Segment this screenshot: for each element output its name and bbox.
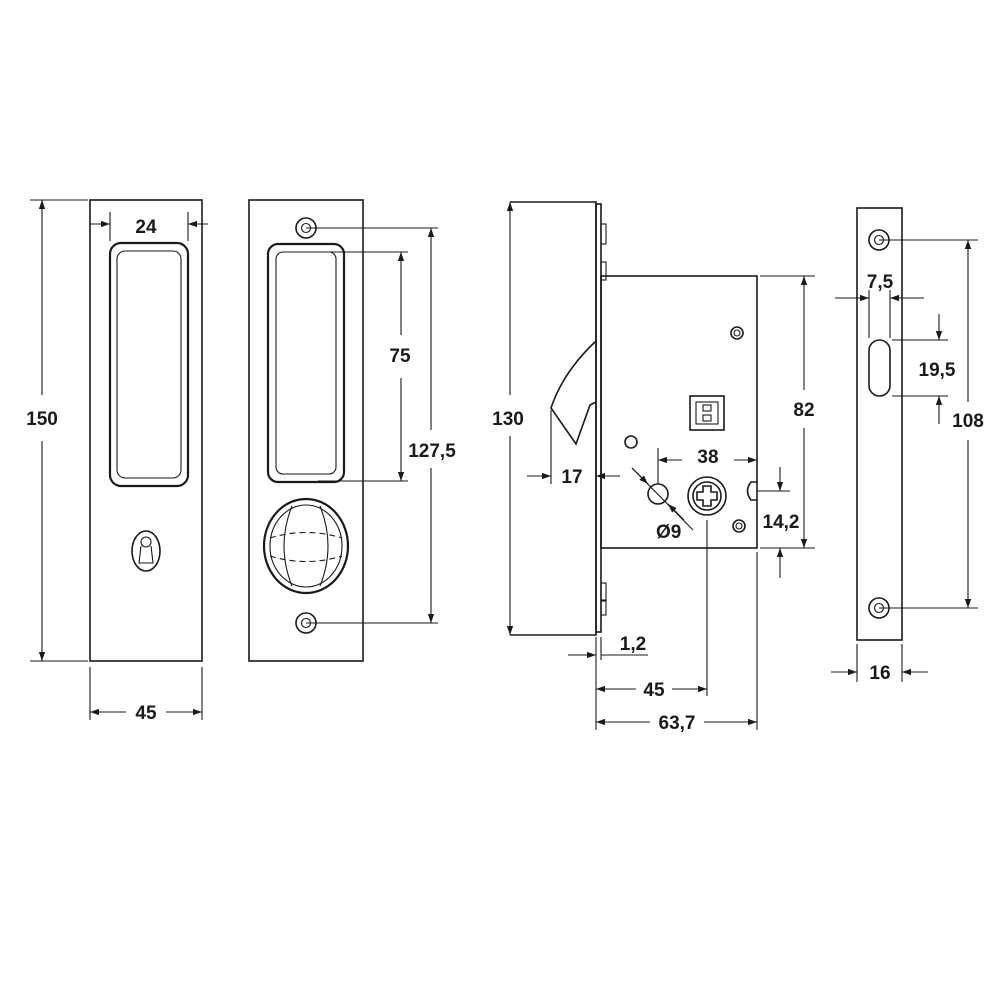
dim-back-screw-spacing: 127,5 [408, 441, 456, 462]
dim-case-depth: 63,7 [659, 713, 696, 734]
dim-strike-slot-width: 7,5 [867, 272, 894, 293]
dim-back-recess-length: 75 [389, 346, 411, 367]
back-handle-recess-inner [275, 251, 337, 475]
finger-grip-icon [262, 497, 350, 595]
case-rivet-top [730, 326, 744, 340]
case-rivet-bottom [732, 519, 746, 533]
dim-mechanism-height: 82 [793, 400, 814, 421]
lock-body-view: Ø9 130 17 82 38 14,2 [492, 201, 815, 734]
hook-bolt [550, 340, 597, 446]
dim-hole-offset: 14,2 [763, 512, 800, 533]
dim-strike-width: 16 [869, 663, 890, 684]
back-plate-view: 75 127,5 [248, 199, 456, 662]
front-handle-recess-inner [116, 250, 182, 479]
case-rivet-mid [624, 435, 638, 449]
back-plate-outline [248, 199, 364, 662]
dim-strike-slot-length: 19,5 [919, 360, 956, 381]
dim-lock-height: 130 [492, 409, 524, 430]
dim-hole-diameter: Ø9 [656, 522, 681, 543]
front-plate-view: 150 24 45 [26, 199, 208, 724]
dim-spindle-offset: 38 [697, 447, 718, 468]
strike-slot [868, 339, 891, 397]
front-plate-outline [89, 199, 203, 662]
case-notch [746, 481, 757, 501]
dim-backset: 45 [643, 680, 665, 701]
strike-plate-outline [856, 207, 903, 641]
dim-front-handle-width: 24 [135, 217, 157, 238]
keyhole-icon [131, 530, 161, 572]
front-handle-recess [108, 241, 190, 488]
dim-hook-depth: 17 [561, 467, 582, 488]
dim-front-height: 150 [26, 409, 58, 430]
dim-strike-screw-spacing: 108 [952, 411, 984, 432]
cylinder-screw-icon [687, 476, 727, 516]
connector-icon [689, 395, 725, 431]
back-handle-recess [266, 242, 346, 484]
dim-faceplate-thickness: 1,2 [620, 634, 646, 655]
strike-plate-view: 7,5 19,5 108 16 [831, 207, 984, 684]
dim-front-width: 45 [135, 703, 157, 724]
lock-case [600, 275, 758, 549]
